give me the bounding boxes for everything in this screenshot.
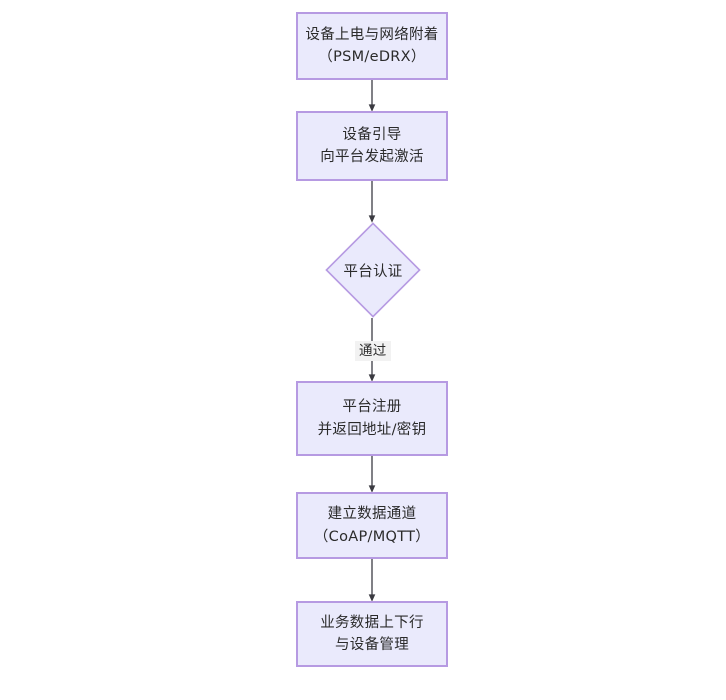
node-platform-registration[interactable]: 平台注册 并返回地址/密钥 — [296, 381, 448, 456]
node-label-line1: 设备上电与网络附着 — [305, 26, 439, 43]
node-label-line2: 与设备管理 — [335, 637, 409, 653]
node-label-line1: 平台认证 — [343, 263, 403, 280]
node-label-line2: （PSM/eDRX） — [318, 49, 426, 65]
node-business-data-and-device-management[interactable]: 业务数据上下行 与设备管理 — [296, 601, 448, 667]
edge-label-pass: 通过 — [355, 341, 391, 362]
node-label-line2: 并返回地址/密钥 — [317, 421, 427, 438]
node-label-line2: （CoAP/MQTT） — [313, 528, 431, 545]
node-device-power-on[interactable]: 设备上电与网络附着 （PSM/eDRX） — [296, 12, 448, 80]
node-platform-authentication[interactable]: 平台认证 — [325, 222, 421, 318]
node-device-bootstrap[interactable]: 设备引导 向平台发起激活 — [296, 111, 448, 181]
diamond-shape — [325, 222, 421, 318]
node-label-line1: 建立数据通道 — [327, 506, 417, 523]
node-label-line2: 向平台发起激活 — [320, 149, 424, 165]
node-label-line1: 设备引导 — [342, 126, 402, 143]
node-establish-data-channel[interactable]: 建立数据通道 （CoAP/MQTT） — [296, 492, 448, 559]
node-label-line1: 业务数据上下行 — [320, 614, 424, 631]
node-label-line1: 平台注册 — [342, 399, 402, 416]
